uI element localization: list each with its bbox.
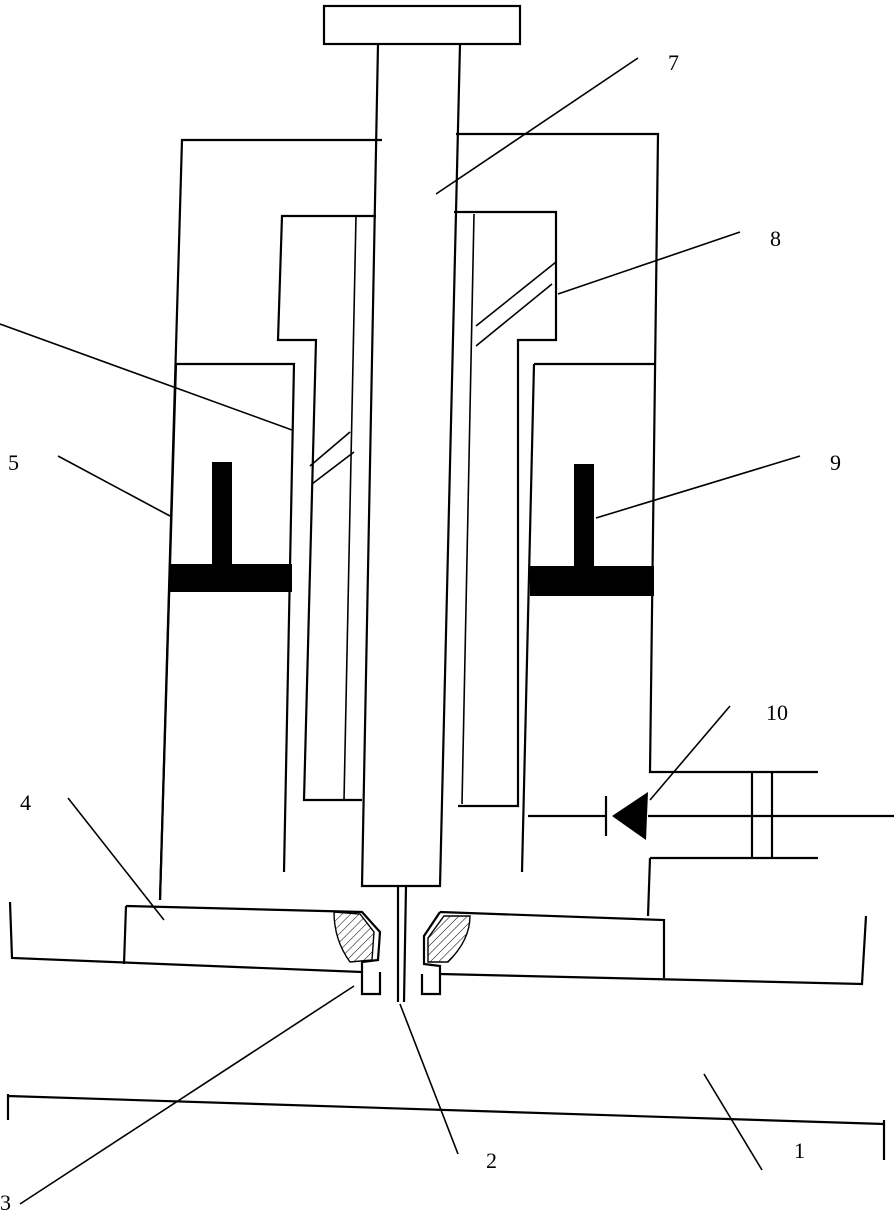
leader-3 — [19, 985, 355, 1205]
base-plate-left — [122, 904, 382, 996]
leader-7 — [435, 57, 639, 195]
thread-mark-3 — [309, 431, 351, 467]
right-piston-plate — [530, 566, 654, 596]
inner-sleeve — [276, 210, 558, 808]
check-valve — [612, 792, 648, 840]
feed-pipe — [646, 772, 818, 917]
label-10: 10 — [766, 700, 788, 725]
sleeve-line-right — [461, 213, 475, 805]
leader-2 — [399, 1003, 459, 1155]
seal-left — [333, 911, 375, 963]
leader-9 — [595, 455, 801, 519]
left-piston-plate — [170, 564, 292, 592]
label-3: 3 — [0, 1190, 11, 1215]
label-4: 4 — [20, 790, 31, 815]
leader-6 — [0, 323, 293, 431]
seal-right — [427, 915, 471, 963]
left-chamber — [158, 362, 296, 901]
label-1: 1 — [794, 1138, 805, 1163]
leader-8 — [557, 231, 741, 295]
lower-substrate — [6, 1094, 886, 1160]
right-chamber — [520, 362, 894, 873]
label-5: 5 — [8, 450, 19, 475]
left-piston-stem — [212, 462, 232, 566]
upper-tray — [8, 901, 868, 986]
nozzle — [396, 885, 408, 1003]
label-7: 7 — [668, 50, 679, 75]
label-9: 9 — [830, 450, 841, 475]
rod-cap — [322, 4, 522, 46]
sleeve-line-left — [343, 215, 357, 801]
right-piston-stem — [574, 464, 594, 568]
base-plate-right — [420, 910, 666, 996]
leader-5 — [57, 455, 171, 517]
thread-mark-4 — [311, 451, 355, 485]
thread-mark-1 — [475, 261, 557, 327]
leader-10 — [649, 705, 731, 801]
leader-4 — [67, 797, 165, 921]
label-2: 2 — [486, 1148, 497, 1173]
central-rod — [360, 43, 462, 888]
thread-mark-2 — [475, 283, 553, 347]
label-8: 8 — [770, 226, 781, 251]
outer-housing — [158, 132, 818, 901]
leader-1 — [703, 1073, 763, 1171]
